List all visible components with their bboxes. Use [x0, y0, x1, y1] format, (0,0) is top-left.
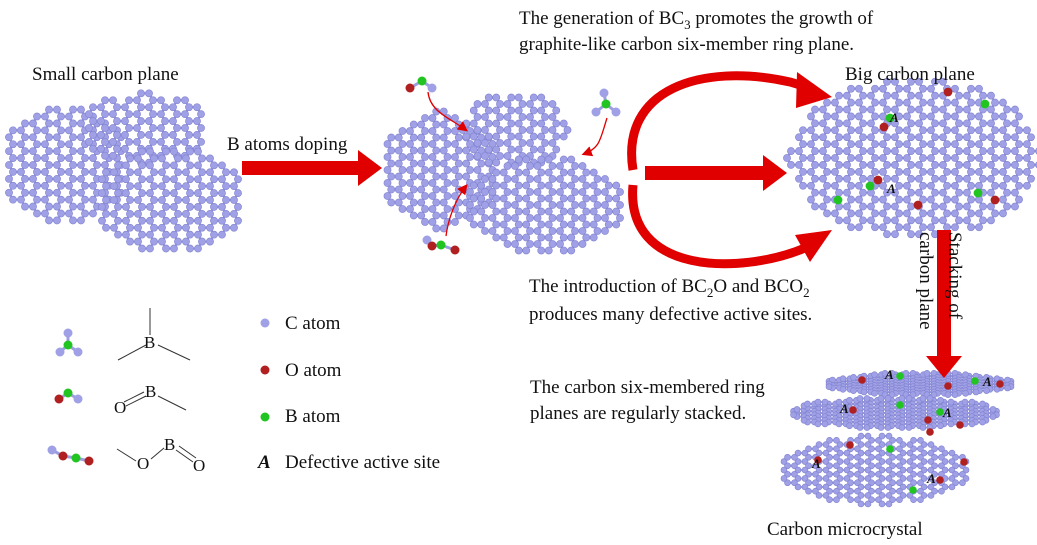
bc3-subscript: 3	[684, 16, 691, 32]
big-carbon-plane	[783, 77, 1037, 239]
bc3-text-a: The generation of BC	[519, 8, 685, 29]
legend-o-letter-1: O	[114, 398, 127, 417]
legend-bc3-fragment	[55, 328, 83, 357]
stack-plane-bottom	[780, 432, 970, 508]
bc2o-structure	[123, 391, 187, 411]
bc3-structure	[117, 308, 191, 361]
intro-subscript-1: 2	[706, 284, 714, 300]
stacked-caption-line1: The carbon six-membered ring	[530, 377, 765, 398]
legend-defective-site: Defective active site	[285, 452, 441, 473]
bc3-caption-line2: graphite-like carbon six-member ring pla…	[519, 34, 855, 55]
defect-marker: A	[890, 110, 899, 125]
microcrystal-label: Carbon microcrystal	[767, 519, 923, 540]
bc3-fragment	[591, 88, 621, 117]
intro-subscript-2: 2	[803, 284, 810, 300]
legend-bc2o-fragment	[54, 388, 83, 404]
stack-plane-top	[825, 370, 1015, 398]
intro-text-b: O and BCO	[713, 276, 804, 297]
bc3-text-b: promotes the growth of	[690, 8, 874, 29]
legend-c-atom: C atom	[285, 313, 341, 334]
intro-caption-line2: produces many defective active sites.	[529, 304, 813, 325]
defect-marker: A	[983, 374, 992, 389]
small-carbon-plane-1	[5, 105, 125, 225]
bc3-caption-line1: The generation of BC3 promotes the growt…	[519, 7, 873, 37]
stacking-arrow	[926, 230, 962, 378]
defect-marker: A	[887, 181, 896, 196]
big-plane-label: Big carbon plane	[845, 64, 975, 85]
defect-marker: A	[927, 471, 936, 486]
doping-arrow	[242, 150, 382, 186]
legend-b-atom: B atom	[285, 406, 341, 427]
defect-marker: A	[943, 405, 952, 420]
thin-arrow-3	[445, 183, 468, 237]
legend-b-letter-3: B	[164, 435, 176, 454]
defect-marker: A	[840, 401, 849, 416]
curved-arrow-upper	[627, 71, 832, 171]
legend-b-letter-2: B	[145, 382, 157, 401]
intro-caption-line1: The introduction of BC2O and BCO2	[529, 275, 810, 305]
bco2-fragment	[422, 235, 460, 255]
doped-carbon-plane-3	[466, 155, 624, 255]
legend-o-letter-2: O	[137, 454, 150, 473]
defect-marker: A	[885, 367, 894, 382]
doping-label: B atoms doping	[227, 134, 348, 155]
small-carbon-plane-3	[98, 147, 242, 253]
legend-a-symbol: A	[258, 452, 271, 473]
legend-b-letter-1: B	[144, 333, 156, 352]
thin-arrow-2	[581, 117, 608, 157]
stacking-label-2: carbon plane	[915, 232, 936, 330]
legend-o-letter-3: O	[193, 456, 206, 475]
legend-o-atom: O atom	[285, 360, 342, 381]
legend-bco2-fragment	[47, 445, 94, 466]
bco2-structure	[116, 445, 197, 463]
small-plane-label: Small carbon plane	[32, 64, 179, 85]
doped-carbon-plane-2	[458, 93, 572, 167]
center-arrow	[645, 155, 787, 191]
curved-arrow-lower	[628, 184, 832, 269]
defect-marker: A	[812, 456, 821, 471]
legend-atoms	[260, 318, 270, 422]
thin-arrow-1	[427, 91, 469, 132]
stacking-label-1: Stacking of	[944, 232, 965, 320]
intro-text-a: The introduction of BC	[529, 276, 707, 297]
stack-plane-middle	[790, 395, 1000, 436]
bc2o-fragment	[405, 76, 437, 93]
stacked-caption-line2: planes are regularly stacked.	[530, 403, 747, 424]
